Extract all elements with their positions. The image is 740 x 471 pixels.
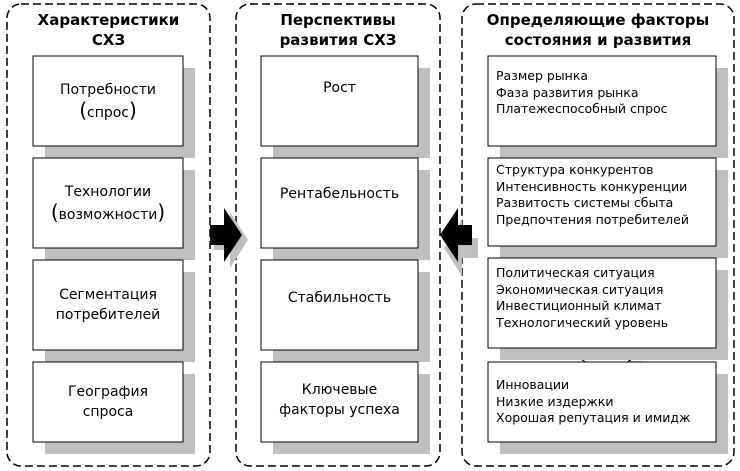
right-box-environment: Политическая ситуация Экономическая ситу…	[496, 265, 669, 330]
middle-box-stability: Стабильность	[287, 290, 392, 306]
left-box-geography: География спроса	[67, 384, 149, 420]
middle-box-profitability: Рентабельность	[279, 186, 400, 202]
left-box-needs-sub: спрос	[87, 104, 129, 121]
middle-box-key-factors: Ключевые факторы успеха	[279, 382, 400, 418]
right-boxes	[487, 55, 728, 454]
left-panel-title: Характеристики СХЗ	[37, 11, 180, 49]
middle-panel-title: Перспективы развития СХЗ	[279, 11, 397, 49]
left-box-technology-sub: возможности	[58, 206, 158, 223]
arrow-right-to-middle	[440, 208, 478, 276]
left-box-needs: Потребности(спрос)	[59, 81, 157, 122]
right-box-success-factors: Инновации Низкие издержки Хорошая репута…	[496, 377, 691, 425]
left-box-segmentation: Сегментация потребителей	[55, 287, 161, 323]
left-box-needs-label: Потребности	[59, 81, 157, 98]
right-panel-title: Определяющие факторы состояния и развити…	[486, 11, 710, 49]
right-box-market: Размер рынка Фаза развития рынка Платеже…	[496, 68, 668, 116]
left-box-technology: Технологии(возможности)	[50, 183, 166, 224]
middle-box-growth: Рост	[323, 80, 356, 96]
arrow-left-to-middle	[210, 208, 248, 268]
left-box-technology-label: Технологии	[64, 183, 152, 200]
middle-boxes	[260, 55, 430, 454]
left-boxes	[32, 55, 195, 454]
right-box-competition: Структура конкурентов Интенсивность конк…	[496, 162, 689, 227]
